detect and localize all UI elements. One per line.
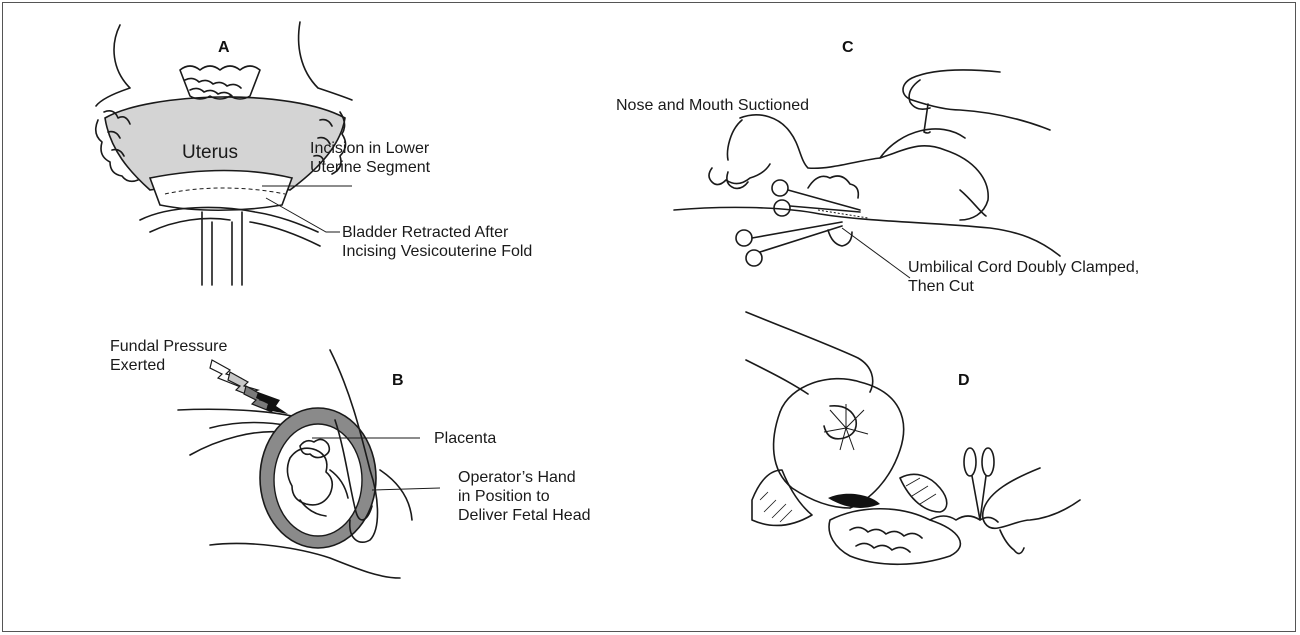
hand-label-1: Operator’s Hand <box>458 469 576 486</box>
scissors-d <box>964 448 994 520</box>
nose-mouth-label: Nose and Mouth Suctioned <box>616 97 809 114</box>
cord-d <box>930 516 998 522</box>
table-surface <box>674 207 1060 256</box>
placenta-d <box>829 509 960 565</box>
cord-leader <box>842 228 910 278</box>
uterus-d-left <box>774 412 850 508</box>
fundal-label-1: Fundal Pressure <box>110 338 227 355</box>
panel-c: C Nose and Mouth Suctioned Umbilical Cor… <box>616 39 1139 295</box>
operator-hand-d <box>983 468 1080 528</box>
tissue-left-hatch <box>760 492 792 522</box>
panel-c-letter: C <box>842 39 854 56</box>
incision-label-2: Uterine Segment <box>310 159 431 176</box>
panel-b: B Fundal Pressure Exerted Placenta Opera… <box>110 338 591 578</box>
fundal-label-2: Exerted <box>110 357 165 374</box>
panel-a: A Uterus Incision in Lower Uterine Segme… <box>96 22 533 285</box>
bulb-syringe <box>909 80 930 133</box>
baby-arm <box>960 190 986 216</box>
finger-d <box>1000 530 1024 554</box>
bladder-label-1: Bladder Retracted After <box>342 224 509 241</box>
hand-leader <box>372 488 440 490</box>
suture-lines <box>824 404 868 450</box>
panel-d: D <box>746 312 1080 564</box>
uterus-label: Uterus <box>182 142 238 163</box>
placenta-d-lobes <box>850 527 922 552</box>
incision-d <box>828 494 880 508</box>
hand-label-2: in Position to <box>458 488 550 505</box>
panel-d-letter: D <box>958 372 970 389</box>
body-lower-line <box>210 543 400 578</box>
clamp-lower <box>736 222 842 266</box>
clamp-upper <box>772 180 860 216</box>
abdominal-wall-right <box>299 22 352 100</box>
bladder-retractor <box>202 212 242 285</box>
bladder-label-2: Incising Vesicouterine Fold <box>342 243 532 260</box>
baby-foot <box>727 172 748 188</box>
placenta-label: Placenta <box>434 430 496 447</box>
operator-wrist <box>380 470 412 520</box>
abdominal-wall-left <box>96 25 130 106</box>
tissue-right <box>900 474 947 512</box>
lower-uterine-segment <box>150 171 292 211</box>
panel-b-letter: B <box>392 372 404 389</box>
incision-label-1: Incision in Lower <box>310 140 430 157</box>
tissue-right-hatch <box>906 478 936 504</box>
hand-label-3: Deliver Fetal Head <box>458 507 591 524</box>
cord-label-1: Umbilical Cord Doubly Clamped, <box>908 259 1139 276</box>
cord-label-2: Then Cut <box>908 278 974 295</box>
fat-top-scallops <box>185 78 241 96</box>
panel-a-letter: A <box>218 39 230 56</box>
baby-legs <box>709 120 770 185</box>
